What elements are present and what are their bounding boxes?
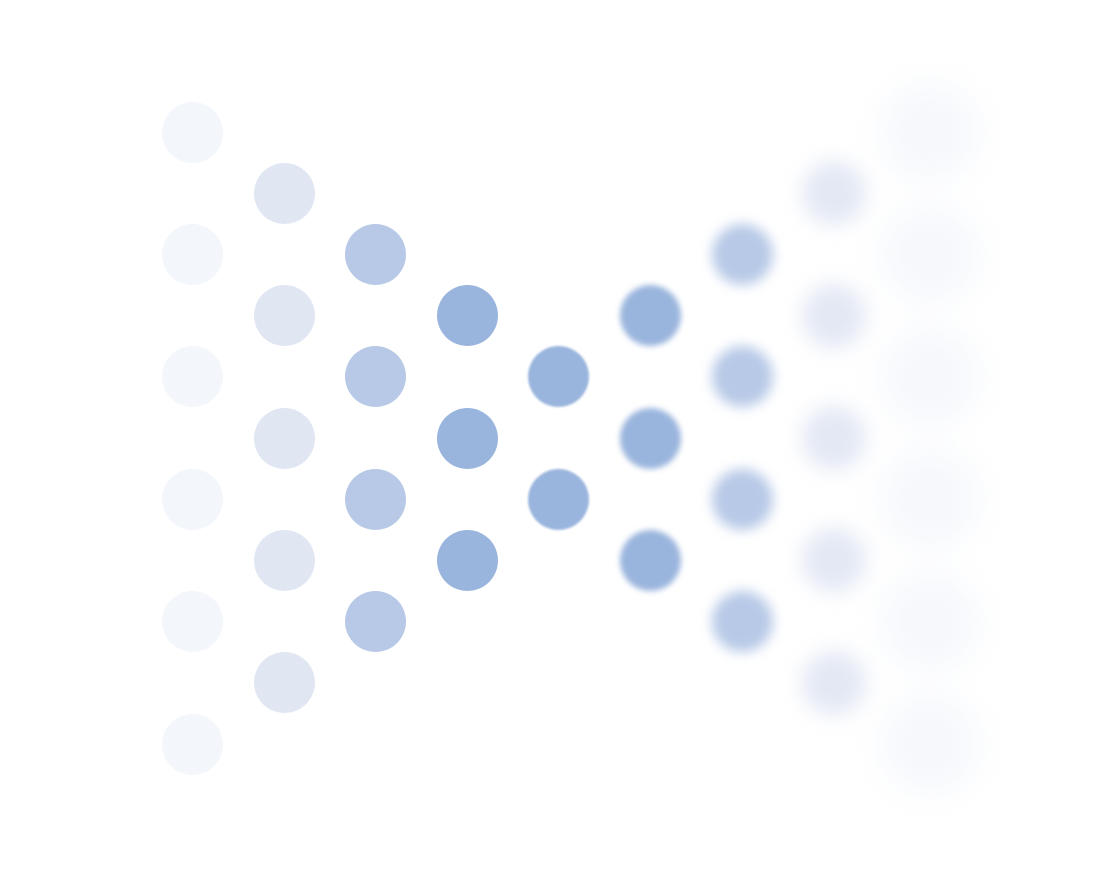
- dot-col1-item1: [161, 101, 223, 163]
- dot-col1-item4: [161, 468, 223, 530]
- dot-col2-item4: [253, 529, 315, 591]
- dot-col3-item4: [344, 591, 406, 653]
- dot-col9-item6: [881, 695, 979, 793]
- dot-col9-item3: [881, 328, 979, 426]
- dot-col9-item5: [881, 572, 979, 671]
- dot-col2-item1: [253, 162, 315, 224]
- dot-col8-item3: [801, 405, 867, 471]
- dot-col9-item4: [881, 450, 979, 548]
- dot-col9-item2: [881, 205, 979, 304]
- dot-col6-item1: [619, 285, 681, 347]
- dot-col6-item3: [619, 529, 681, 591]
- dot-col4-item1: [436, 285, 498, 347]
- dot-col3-item3: [344, 468, 406, 530]
- dot-col2-item2: [253, 285, 315, 347]
- dot-col7-item3: [711, 468, 773, 530]
- dot-col1-item3: [161, 346, 223, 408]
- dot-col5-item1: [527, 346, 589, 408]
- dot-col7-item1: [711, 223, 773, 285]
- dot-col4-item3: [436, 529, 498, 591]
- dot-col1-item6: [161, 713, 223, 775]
- dot-col5-item2: [527, 468, 589, 530]
- dot-col8-item5: [801, 650, 867, 715]
- dot-col6-item2: [619, 407, 681, 469]
- dot-col7-item2: [711, 346, 773, 408]
- dot-col1-item5: [161, 591, 223, 653]
- dot-col2-item3: [253, 407, 315, 469]
- dot-col4-item2: [436, 407, 498, 469]
- dot-col3-item1: [344, 223, 406, 285]
- dot-col7-item4: [711, 591, 773, 653]
- dot-col9-item1: [881, 83, 979, 181]
- dot-col2-item5: [253, 652, 315, 714]
- dot-col8-item4: [801, 528, 867, 593]
- dot-col3-item2: [344, 346, 406, 408]
- dot-col8-item2: [801, 283, 867, 348]
- dot-col8-item1: [801, 161, 867, 226]
- dot-col1-item2: [161, 223, 223, 285]
